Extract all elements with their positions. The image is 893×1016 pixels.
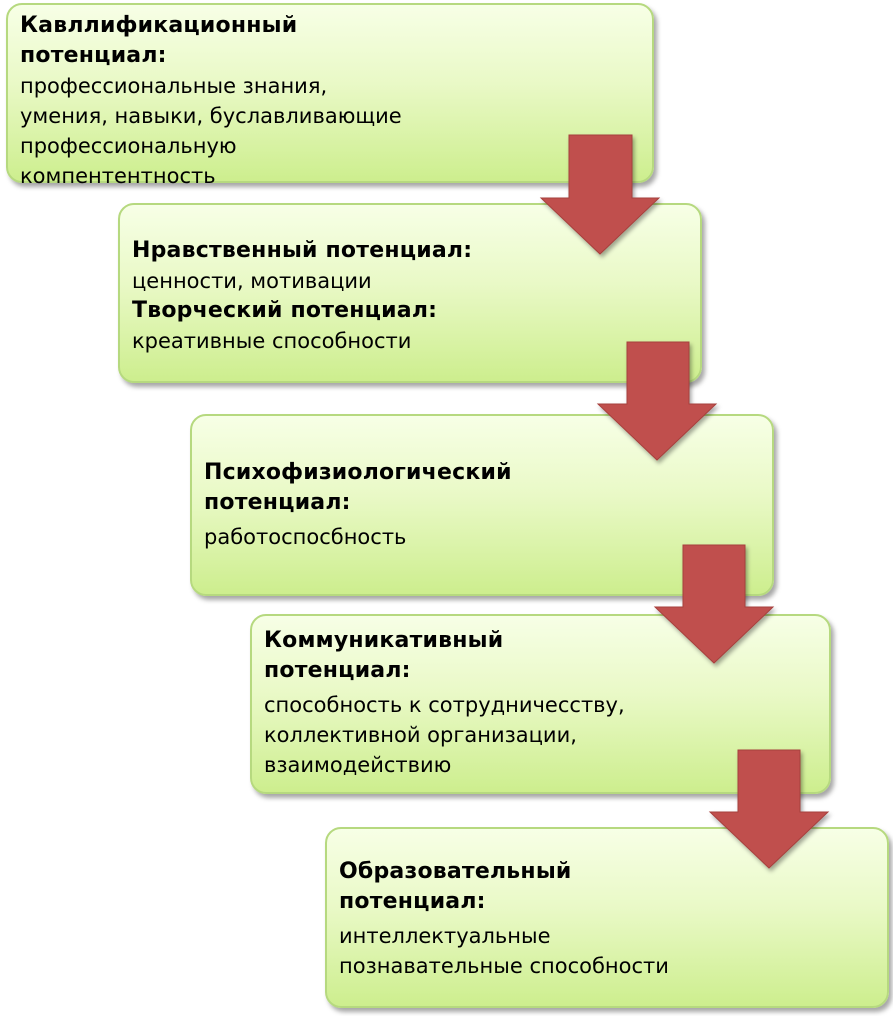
step-desc-line: компентентность [20, 164, 216, 188]
step-title: Коммуникативный потенциал: [264, 628, 504, 683]
step-title: Психофизиологический потенциал: [204, 460, 512, 515]
step-desc-line: работоспосбность [204, 525, 407, 549]
step-desc-line: ценности, мотивации [132, 269, 372, 293]
step-box-psychophysiological: Психофизиологический потенциал: работосп… [190, 414, 774, 596]
step-desc-line: способность к сотрудничесству, [264, 693, 625, 717]
step-desc-line: познавательные способности [339, 954, 669, 978]
step-title: Нравственный потенциал: [132, 238, 473, 263]
step-box-qualification: Кавллификационный потенциал: профессиона… [6, 3, 654, 188]
step-desc-line: креативные способности [132, 329, 412, 353]
step-desc-line: коллективной организации, [264, 723, 577, 747]
step-desc-line: взаимодействию [264, 753, 452, 777]
step-title-secondary: Творческий потенциал: [132, 298, 438, 323]
step-title: Кавллификационный потенциал: [20, 13, 298, 68]
step-box-communicative: Коммуникативный потенциал: способность к… [250, 614, 831, 794]
step-desc-line: интеллектуальные [339, 924, 551, 948]
step-box-educational: Образовательный потенциал: интеллектуаль… [325, 827, 889, 1008]
step-title: Образовательный потенциал: [339, 859, 572, 914]
step-desc-line: умения, навыки, буславливающие [20, 104, 402, 128]
step-box-moral-creative: Нравственный потенциал: ценности, мотива… [118, 203, 702, 383]
step-desc-line: профессиональные знания, [20, 74, 328, 98]
step-desc-line: профессиональную [20, 134, 237, 158]
